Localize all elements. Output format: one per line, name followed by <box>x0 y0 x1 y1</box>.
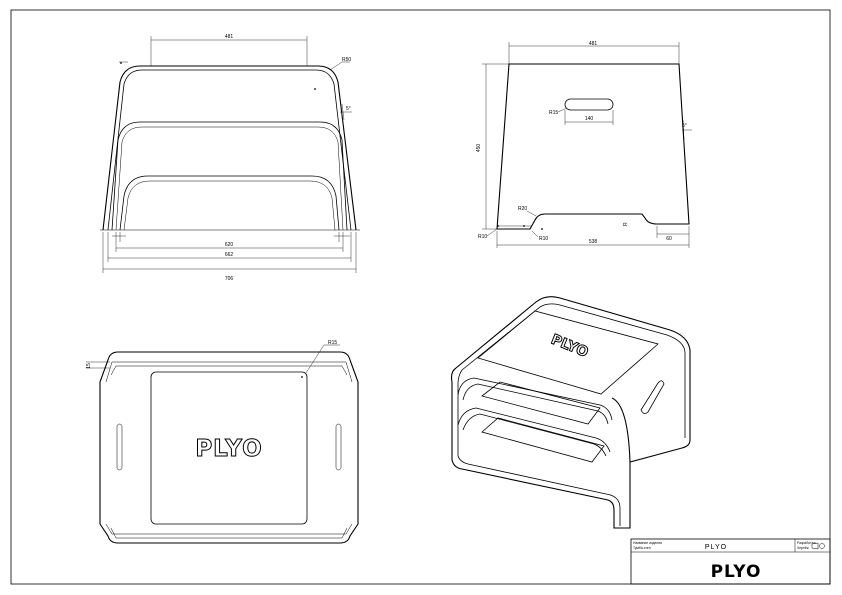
side-handle-slot <box>564 98 614 111</box>
iso-shelf-1 <box>481 381 601 425</box>
side-foot-width: 60 <box>666 236 672 242</box>
title-brand-logo: PLYO <box>711 562 762 582</box>
title-product-name: PLYO <box>705 544 727 551</box>
top-view-offset: 15 <box>86 363 92 369</box>
side-radius-20: R20 <box>518 206 527 212</box>
title-label-line1: Название изделия <box>633 541 662 545</box>
front-angle: 5° <box>346 106 351 112</box>
front-view: 481 R50 5° 620 662 706 <box>100 34 360 282</box>
side-radius-10-bottom: R10 <box>539 236 548 242</box>
side-top-width: 481 <box>589 41 598 47</box>
title-side-label2: Чертёж <box>797 546 809 550</box>
drawing-frame <box>10 9 831 585</box>
front-radius-top: R50 <box>342 57 351 63</box>
top-view: PLYO R15 15 <box>86 340 359 544</box>
side-view: 481 450 R15 140 5° R20 R10 R10 R 538 <box>476 41 692 248</box>
iso-top-pad <box>477 310 659 395</box>
side-radius-10-left: R10 <box>478 234 487 240</box>
iso-handle <box>640 380 665 414</box>
side-bottom-width: 538 <box>589 239 598 245</box>
top-view-slot-left <box>116 423 123 471</box>
top-view-radius: R15 <box>328 340 337 346</box>
title-label-line2: Тумба-степ <box>633 546 651 550</box>
isometric-view: PLYO <box>450 296 691 529</box>
top-view-logo: PLYO <box>195 436 262 462</box>
side-height: 450 <box>476 144 482 153</box>
top-view-pad <box>150 371 308 525</box>
iso-logo: PLYO <box>549 332 591 361</box>
front-mid-width: 662 <box>225 252 234 258</box>
front-inner-width: 620 <box>225 242 234 248</box>
iso-shelf-2 <box>481 417 605 463</box>
projection-symbol-icon <box>811 542 825 550</box>
side-handle-length: 140 <box>585 116 594 122</box>
front-overall-width: 706 <box>225 276 234 282</box>
side-handle-radius: R15 <box>549 110 558 116</box>
side-angle: 5° <box>682 123 687 129</box>
top-view-slot-right <box>335 423 342 471</box>
title-side-label1: Разработал <box>797 541 815 545</box>
front-top-width: 481 <box>225 34 234 40</box>
title-block: Название изделия Тумба-степ PLYO Разрабо… <box>630 538 831 585</box>
side-radius-8: R <box>623 222 629 226</box>
